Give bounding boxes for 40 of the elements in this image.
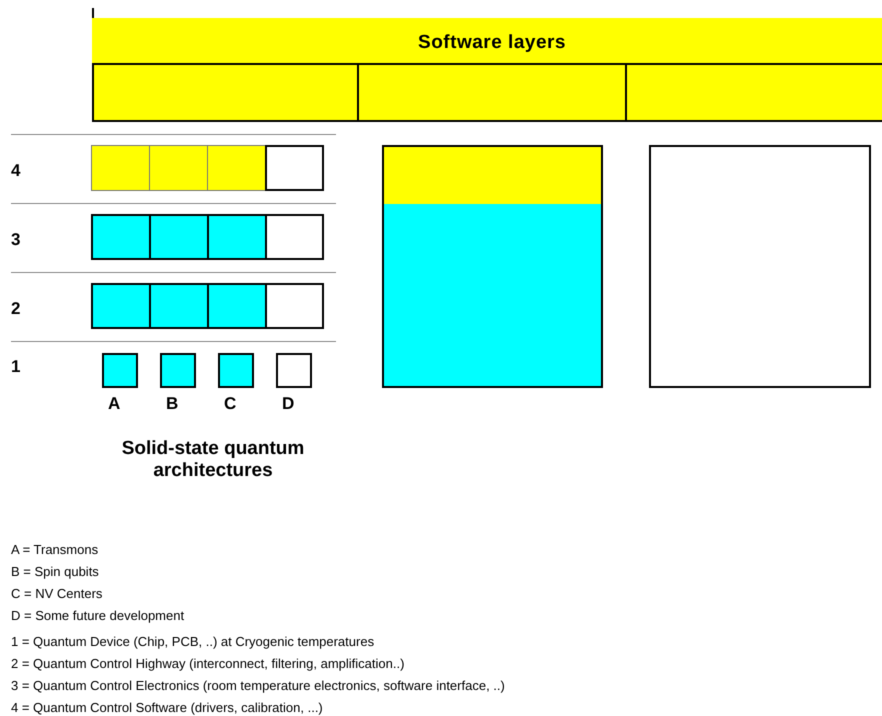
layer-box: [102, 353, 138, 388]
layer-band: [92, 18, 882, 122]
caption: Solid-state quantum architectures: [120, 438, 306, 482]
layer-box: [265, 214, 324, 260]
legend-note: B = Spin qubits: [11, 565, 99, 580]
layer-box: [91, 145, 151, 191]
layer-box: [649, 145, 871, 388]
legend-note: D = Some future development: [11, 609, 184, 624]
legend-note: C = NV Centers: [11, 587, 102, 602]
layer-box: [207, 145, 267, 191]
legend-note: 4 = Quantum Control Software (drivers, calibration, ...): [11, 701, 323, 716]
layer-box: [149, 145, 209, 191]
layer-box: [160, 353, 196, 388]
row-number: 2: [11, 299, 20, 319]
layer-box: [382, 145, 603, 388]
layer-box: [218, 353, 254, 388]
layer-box: [207, 283, 267, 329]
row-number: 3: [11, 230, 20, 250]
legend-note: 3 = Quantum Control Electronics (room temperature electronics, software interface, ..): [11, 679, 505, 694]
layer-box: [207, 214, 267, 260]
layer-box: [265, 283, 324, 329]
layer-box: [357, 63, 627, 122]
row-number: 1: [11, 357, 20, 377]
layer-box: [149, 283, 209, 329]
column-letter: B: [166, 394, 178, 414]
column-letter: C: [224, 394, 236, 414]
layer-box: [149, 214, 209, 260]
legend-note: A = Transmons: [11, 543, 98, 558]
layer-box: [265, 145, 324, 191]
row-number: 4: [11, 161, 20, 181]
band-title: Software layers: [417, 32, 567, 54]
legend-note: 1 = Quantum Device (Chip, PCB, ..) at Cryogenic temperatures: [11, 635, 374, 650]
layer-box: [91, 214, 151, 260]
column-letter: D: [282, 394, 294, 414]
legend-note: 2 = Quantum Control Highway (interconnect, filtering, amplification..): [11, 657, 404, 672]
column-letter: A: [108, 394, 120, 414]
layer-box: [91, 283, 151, 329]
layer-box: [276, 353, 312, 388]
layer-box: [625, 63, 882, 122]
layer-box: [92, 63, 359, 122]
